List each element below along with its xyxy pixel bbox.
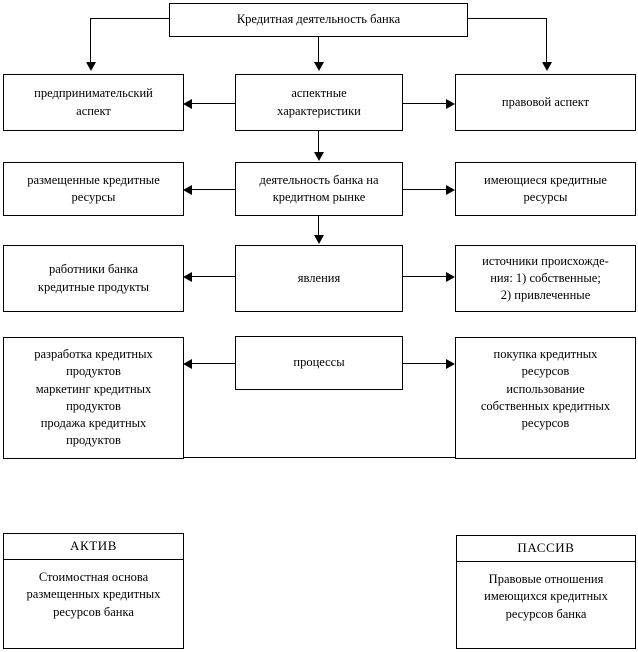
node-row4-center: процессы bbox=[235, 336, 403, 390]
connector-row3-center-to-left bbox=[192, 276, 235, 277]
node-row3-left-label: работники банка кредитные продукты bbox=[37, 262, 150, 294]
connector-row4-center-to-right bbox=[403, 363, 446, 364]
node-title-credit-activity: Кредитная деятельность банка bbox=[169, 3, 468, 37]
connector-row2-center-to-right bbox=[403, 189, 446, 190]
connector-title-to-left-horizontal bbox=[90, 18, 170, 19]
node-ledger-liability-body: Правовые отношения имеющихся кредитных р… bbox=[484, 572, 608, 621]
arrowhead-row1-right bbox=[446, 98, 455, 109]
connector-row1-to-row2-vertical bbox=[318, 131, 319, 154]
node-row2-center: деятельность банка на кредитном рынке bbox=[235, 162, 403, 216]
node-title-label: Кредитная деятельность банка bbox=[236, 12, 401, 27]
node-row1-center: аспектные характеристики bbox=[235, 74, 403, 131]
node-row3-left: работники банка кредитные продукты bbox=[3, 245, 184, 312]
node-row2-left: размещенные кредитные ресурсы bbox=[3, 162, 184, 216]
connector-row2-center-to-left bbox=[192, 189, 235, 190]
node-row4-left-label: разработка кредитных продуктов маркетинг… bbox=[34, 347, 153, 448]
node-row4-center-label: процессы bbox=[293, 355, 345, 370]
node-row1-left-label: предпринимательский аспект bbox=[34, 86, 153, 118]
arrowhead-title-to-right bbox=[541, 62, 552, 71]
arrowhead-row2-left bbox=[183, 184, 192, 195]
arrowhead-title-to-left bbox=[85, 62, 96, 71]
connector-row4-baseline bbox=[184, 457, 456, 458]
connector-row1-center-to-right bbox=[403, 103, 446, 104]
arrowhead-row1-left bbox=[183, 98, 192, 109]
arrowhead-row3-left bbox=[183, 271, 192, 282]
node-row1-left: предпринимательский аспект bbox=[3, 74, 184, 131]
node-row2-center-label: деятельность банка на кредитном рынке bbox=[259, 172, 379, 204]
connector-title-to-right-vertical bbox=[546, 18, 547, 63]
connector-row3-center-to-right bbox=[403, 276, 446, 277]
node-row3-center: явления bbox=[235, 245, 403, 312]
arrowhead-row4-right bbox=[446, 358, 455, 369]
node-row3-center-label: явления bbox=[297, 270, 341, 285]
connector-title-to-center-vertical bbox=[318, 37, 319, 63]
node-ledger-liability-header: ПАССИВ bbox=[457, 536, 635, 562]
node-ledger-liability: ПАССИВ Правовые отношения имеющихся кред… bbox=[456, 535, 636, 649]
node-row4-right: покупка кредитных ресурсов использование… bbox=[455, 337, 636, 459]
connector-row1-center-to-left bbox=[192, 103, 235, 104]
node-row1-center-label: аспектные характеристики bbox=[277, 86, 361, 118]
node-row4-left: разработка кредитных продуктов маркетинг… bbox=[3, 337, 184, 459]
node-row3-right-label: источники происхожде- ния: 1) собственны… bbox=[482, 253, 609, 303]
arrowhead-row4-left bbox=[183, 358, 192, 369]
node-ledger-asset: АКТИВ Стоимостная основа размещенных кре… bbox=[3, 533, 184, 649]
arrowhead-row2-to-row3 bbox=[313, 235, 324, 244]
node-row4-right-label: покупка кредитных ресурсов использование… bbox=[480, 347, 611, 430]
arrowhead-row2-right bbox=[446, 184, 455, 195]
node-row3-right: источники происхожде- ния: 1) собственны… bbox=[455, 245, 636, 312]
node-row2-right: имеющиеся кредитные ресурсы bbox=[455, 162, 636, 216]
node-row2-right-label: имеющиеся кредитные ресурсы bbox=[484, 172, 607, 204]
connector-row2-to-row3-vertical bbox=[318, 216, 319, 237]
arrowhead-row3-right bbox=[446, 271, 455, 282]
arrowhead-row1-to-row2 bbox=[313, 152, 324, 161]
connector-title-to-right-horizontal bbox=[467, 18, 547, 19]
connector-title-to-left-vertical bbox=[90, 18, 91, 63]
arrowhead-title-to-center bbox=[313, 62, 324, 71]
node-row1-right-label: правовой аспект bbox=[501, 94, 590, 109]
node-row1-right: правовой аспект bbox=[455, 74, 636, 131]
node-ledger-asset-body: Стоимостная основа размещенных кредитных… bbox=[26, 570, 161, 619]
node-ledger-asset-header: АКТИВ bbox=[4, 534, 183, 560]
node-row2-left-label: размещенные кредитные ресурсы bbox=[27, 172, 160, 204]
connector-row4-center-to-left bbox=[192, 363, 235, 364]
